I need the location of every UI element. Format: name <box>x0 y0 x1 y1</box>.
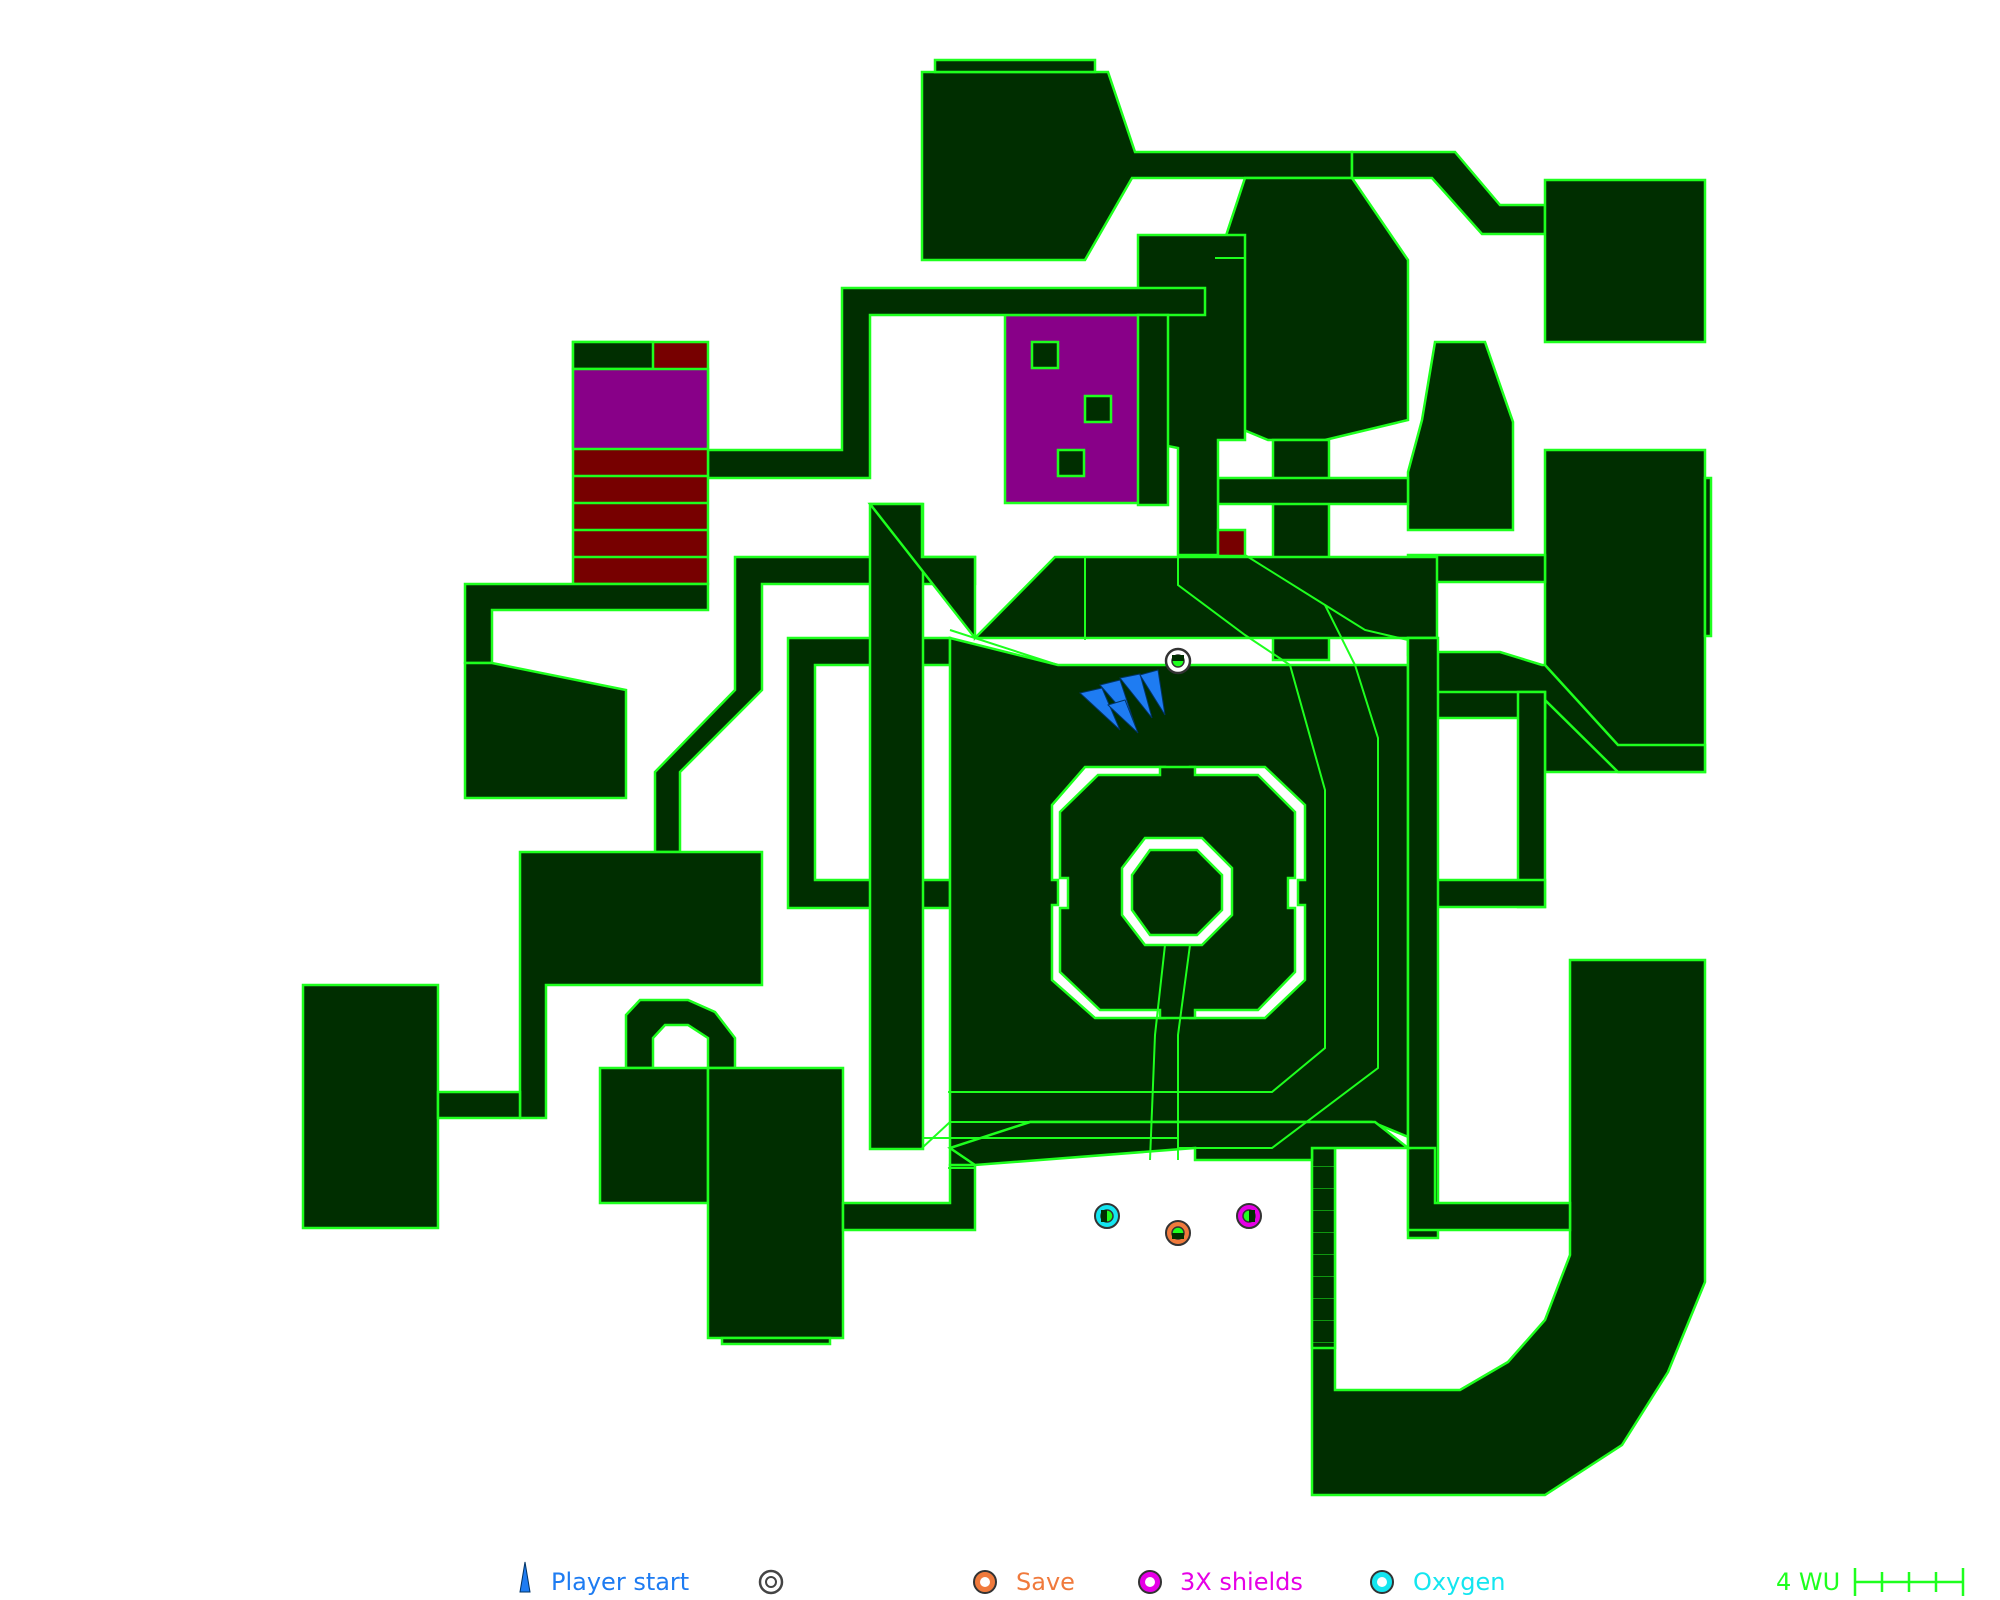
player-start-icon <box>1139 669 1166 716</box>
triangle-icon <box>519 1561 531 1593</box>
legend: Player start Save 3X shields Oxygen 4 WU <box>519 1561 1965 1596</box>
detail-lines <box>921 257 1409 1169</box>
ring-icon <box>758 1569 784 1595</box>
legend-unlabeled <box>758 1569 784 1595</box>
corridor-west-hook <box>463 582 710 665</box>
save-point[interactable] <box>1165 1220 1191 1246</box>
pillar-a <box>1030 340 1060 370</box>
legend-label-scale: 4 WU <box>1776 1568 1840 1596</box>
corridor-central-west <box>868 502 925 1151</box>
corridor-south <box>841 1163 977 1232</box>
room-far-west <box>301 983 440 1230</box>
legend-shields: 3X shields <box>1138 1568 1303 1596</box>
hazard-small <box>1216 528 1247 558</box>
stairs-southeast <box>1310 1146 1337 1350</box>
corridor-tower-cross <box>1216 476 1410 506</box>
legend-scale: 4 WU <box>1776 1568 1965 1596</box>
corridor-southeast <box>1406 1146 1572 1232</box>
map-items <box>1078 647 1262 1246</box>
platform-purple-west <box>571 367 710 451</box>
legend-label-save: Save <box>1016 1568 1075 1596</box>
corridor-east-loop-2 <box>1516 690 1547 909</box>
arch-south <box>624 998 737 1070</box>
player-start-cluster[interactable] <box>1078 669 1166 734</box>
legend-oxygen: Oxygen <box>1370 1568 1506 1596</box>
legend-save: Save <box>973 1568 1075 1596</box>
room-west <box>463 661 628 800</box>
oxygen-pickup[interactable] <box>1094 1203 1120 1229</box>
player-start-icon <box>1078 687 1121 731</box>
room-north-lip <box>933 58 1097 74</box>
legend-label-player-start: Player start <box>551 1568 689 1596</box>
room-south <box>706 1066 845 1340</box>
room-south-small <box>598 1066 710 1205</box>
corridor-northwest <box>706 286 1207 480</box>
room-northeast <box>1543 178 1707 344</box>
legend-label-oxygen: Oxygen <box>1413 1568 1506 1596</box>
room-east-lip <box>1703 476 1713 638</box>
corridor-east-loop-3 <box>1433 878 1547 909</box>
corridor-east-mid <box>1406 636 1440 1240</box>
pillar-b <box>1083 394 1113 424</box>
player-start-icon <box>1107 699 1139 734</box>
floor-polygons <box>301 58 1713 1497</box>
room-east-peak <box>1406 340 1515 532</box>
unlabeled-marker[interactable] <box>1164 647 1192 675</box>
room-south-lip <box>720 1336 832 1346</box>
corridor-north-spur <box>1136 313 1170 507</box>
player-start-icon <box>1119 673 1153 719</box>
legend-player-start: Player start <box>519 1561 689 1596</box>
scale-bar <box>1853 1568 1965 1596</box>
tower-west-top <box>571 340 655 371</box>
corridor-far-west <box>436 1090 522 1120</box>
legend-label-shields: 3X shields <box>1180 1568 1303 1596</box>
shields-pickup[interactable] <box>1236 1203 1262 1229</box>
pillar-c <box>1056 448 1086 478</box>
octagon-core <box>1130 848 1224 937</box>
frame-top <box>867 502 1439 642</box>
octagon-rings <box>1050 765 1307 1020</box>
